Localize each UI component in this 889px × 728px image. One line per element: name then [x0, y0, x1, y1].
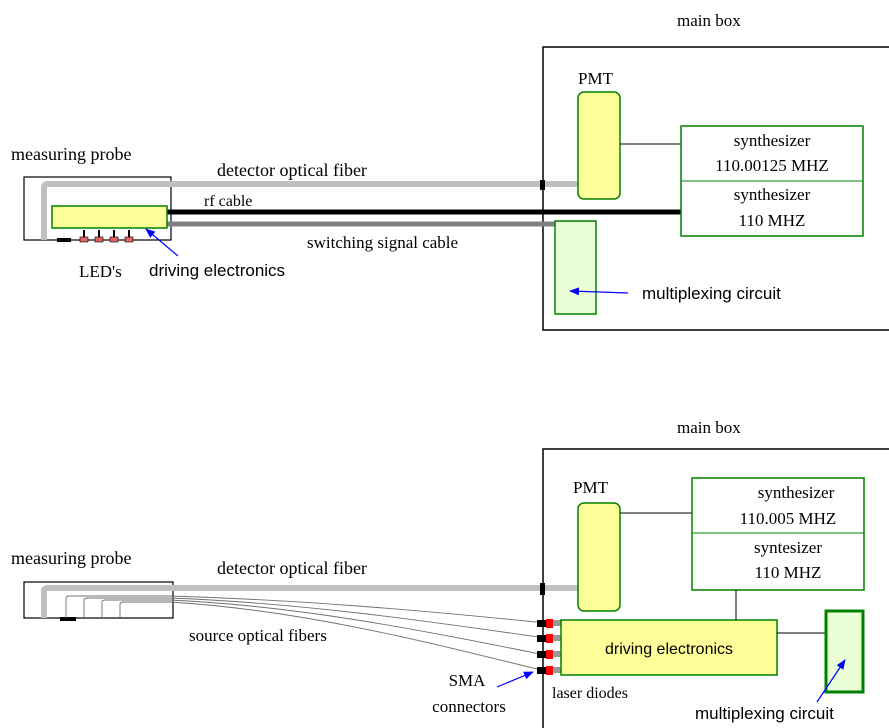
led — [109, 236, 119, 243]
laser-diode — [546, 650, 553, 659]
bottom-driving-electronics-label: driving electronics — [605, 641, 733, 658]
led — [98, 230, 100, 237]
laser-diode — [546, 619, 553, 628]
top-multiplexing-circuit — [554, 220, 597, 315]
sma-connector — [537, 667, 546, 674]
bottom-probe-mark — [60, 617, 76, 621]
sma-connector — [537, 635, 546, 642]
bottom-synth1-line2: 110.005 MHZ — [740, 509, 837, 528]
source-fiber — [119, 601, 546, 672]
bottom-sma-arrow — [496, 671, 534, 688]
source-fiber — [83, 597, 546, 639]
led — [83, 230, 85, 237]
sma-connector — [537, 651, 546, 658]
bottom-synth2-line2: 110 MHZ — [755, 563, 822, 582]
top-main-box-label: main box — [677, 11, 741, 30]
bottom-diagram: main box measuring probe detector optica… — [11, 418, 889, 728]
top-synth1-line1: synthesizer — [734, 131, 811, 150]
bottom-sma-connectors — [537, 619, 561, 675]
source-fiber — [65, 595, 546, 624]
top-synth1-line2: 110.00125 MHZ — [715, 156, 829, 175]
bottom-multiplexing-arrow — [816, 659, 846, 703]
led — [128, 230, 130, 237]
top-diagram: main box measuring probe detector optica… — [11, 11, 889, 331]
top-leds — [57, 230, 134, 243]
top-box-connector — [540, 180, 545, 190]
led — [124, 236, 134, 243]
bottom-laser-diodes-label: laser diodes — [552, 685, 628, 702]
bottom-detector-fiber-label: detector optical fiber — [217, 558, 367, 578]
top-probe-label: measuring probe — [11, 144, 131, 164]
laser-diode — [546, 634, 553, 643]
led — [113, 230, 115, 237]
top-multiplexing-arrow — [569, 287, 629, 296]
top-switching-cable-label: switching signal cable — [307, 233, 458, 252]
led — [94, 236, 104, 243]
bottom-probe-label: measuring probe — [11, 548, 131, 568]
bottom-multiplexing-label: multiplexing circuit — [695, 704, 834, 723]
bottom-sma-label-line2: connectors — [432, 697, 506, 716]
top-detector-fiber — [41, 181, 580, 240]
bottom-pmt-label: PMT — [573, 478, 609, 497]
top-multiplexing-label: multiplexing circuit — [642, 284, 781, 303]
bottom-pmt — [577, 502, 621, 612]
bottom-box-connector — [540, 583, 545, 595]
bottom-source-fibers-label: source optical fibers — [189, 626, 327, 645]
bottom-synthesizer-block — [691, 477, 865, 591]
led — [79, 236, 89, 243]
sma-connector — [537, 620, 546, 627]
top-driving-electronics — [51, 205, 168, 229]
top-detector-fiber-label: detector optical fiber — [217, 160, 367, 180]
bottom-source-fibers — [65, 595, 546, 672]
top-leds-label: LED's — [79, 262, 122, 281]
top-pmt — [577, 91, 621, 200]
bottom-synth2-line1: syntesizer — [754, 538, 822, 557]
bottom-synth1-line1: synthesizer — [758, 483, 835, 502]
top-driving-arrow — [145, 228, 179, 257]
top-pmt-label: PMT — [578, 69, 614, 88]
bottom-detector-fiber — [41, 585, 580, 618]
top-driving-electronics-label: driving electronics — [149, 261, 285, 280]
bottom-driving-electronics — [560, 619, 778, 676]
top-rf-cable-label: rf cable — [204, 193, 252, 210]
laser-diode — [546, 666, 553, 675]
top-synth2-line2: 110 MHZ — [739, 211, 806, 230]
bottom-sma-label-line1: SMA — [449, 671, 487, 690]
bottom-main-box-label: main box — [677, 418, 741, 437]
source-fiber — [101, 599, 546, 656]
top-synth2-line1: synthesizer — [734, 185, 811, 204]
